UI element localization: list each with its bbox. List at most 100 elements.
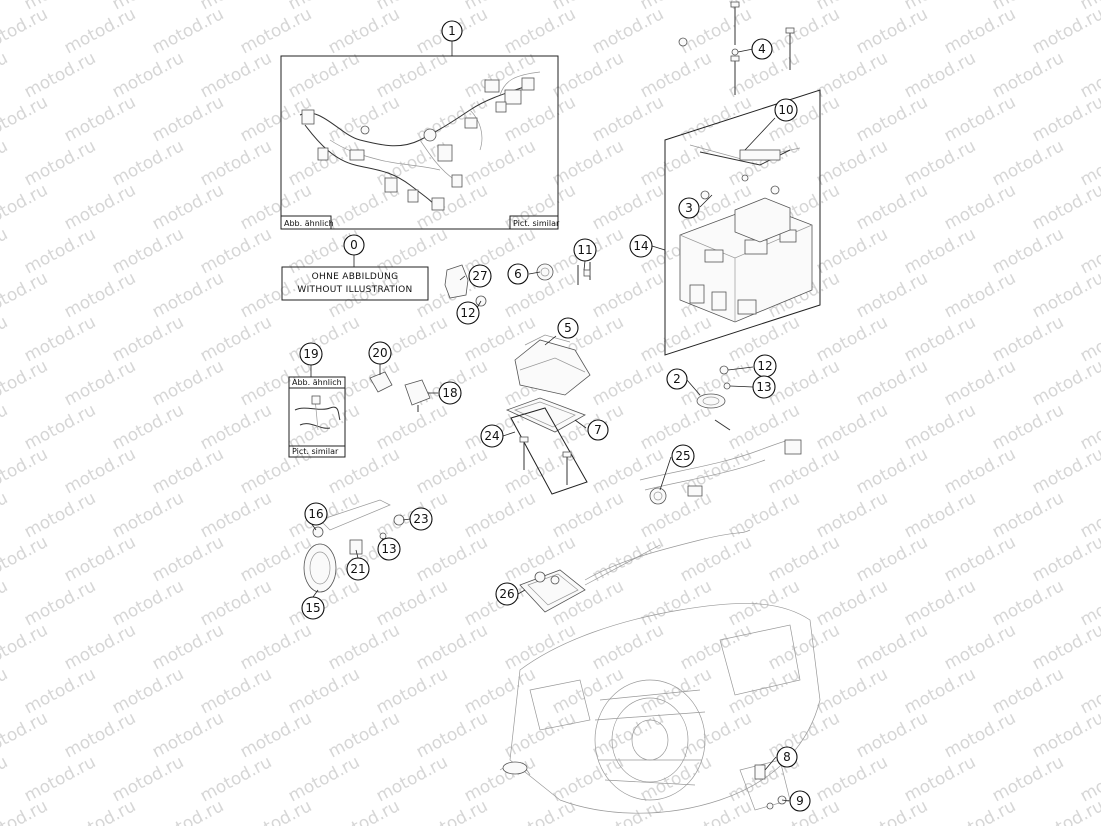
watermark-text: motod.ru: [813, 752, 891, 806]
watermark-text: motod.ru: [941, 796, 1019, 826]
watermark-text: motod.ru: [765, 444, 843, 498]
watermark-text: motod.ru: [853, 180, 931, 234]
watermark-text: motod.ru: [989, 488, 1067, 542]
svg-text:14: 14: [633, 239, 648, 253]
watermark-text: motod.ru: [149, 356, 227, 410]
note-line-1: OHNE ABBILDUNG: [312, 272, 399, 282]
watermark-text: motod.ru: [149, 796, 227, 826]
watermark-text: motod.ru: [0, 444, 51, 498]
watermark-text: motod.ru: [149, 708, 227, 762]
watermark-text: motod.ru: [765, 356, 843, 410]
svg-text:23: 23: [413, 512, 428, 526]
watermark-text: motod.ru: [813, 224, 891, 278]
watermark-text: motod.ru: [1029, 92, 1101, 146]
callout-4: 4: [751, 38, 773, 60]
watermark-text: motod.ru: [501, 796, 579, 826]
watermark-text: motod.ru: [0, 620, 51, 674]
watermark-text: motod.ru: [109, 488, 187, 542]
watermark-text: motod.ru: [589, 268, 667, 322]
svg-text:24: 24: [484, 429, 499, 443]
callout-3: 3: [678, 197, 700, 219]
svg-text:2: 2: [673, 372, 681, 386]
watermark-text: motod.ru: [61, 444, 139, 498]
watermark-text: motod.ru: [109, 400, 187, 454]
watermark-text: motod.ru: [813, 400, 891, 454]
watermark-text: motod.ru: [149, 4, 227, 58]
watermark-text: motod.ru: [0, 0, 11, 14]
svg-text:13: 13: [756, 380, 771, 394]
watermark-text: motod.ru: [149, 180, 227, 234]
watermark-text: motod.ru: [725, 488, 803, 542]
watermark-text: motod.ru: [197, 576, 275, 630]
part-6-drawing: [536, 263, 554, 281]
svg-text:20: 20: [372, 346, 387, 360]
watermark-text: motod.ru: [901, 488, 979, 542]
watermark-text: motod.ru: [109, 576, 187, 630]
watermark-text: motod.ru: [149, 532, 227, 586]
watermark-text: motod.ru: [853, 444, 931, 498]
callout-27: 27: [468, 264, 492, 288]
part-11-drawing: [577, 262, 591, 285]
watermark-text: motod.ru: [197, 312, 275, 366]
watermark-text: motod.ru: [413, 796, 491, 826]
watermark-text: motod.ru: [325, 796, 403, 826]
callout-7: 7: [587, 419, 609, 441]
watermark-text: motod.ru: [589, 532, 667, 586]
watermark-text: motod.ru: [813, 136, 891, 190]
watermark-text: motod.ru: [637, 664, 715, 718]
callout-14: 14: [629, 234, 653, 258]
watermark-text: motod.ru: [813, 48, 891, 102]
watermark-text: motod.ru: [901, 576, 979, 630]
watermark-text: motod.ru: [989, 576, 1067, 630]
watermark-text: motod.ru: [1029, 796, 1101, 826]
watermark-text: motod.ru: [637, 312, 715, 366]
watermark-text: motod.ru: [0, 796, 51, 826]
watermark-text: motod.ru: [677, 532, 755, 586]
watermark-text: motod.ru: [941, 708, 1019, 762]
watermark-text: motod.ru: [285, 664, 363, 718]
watermark-text: motod.ru: [461, 752, 539, 806]
callout-13-a: 13: [752, 375, 776, 399]
callout-16: 16: [304, 502, 328, 526]
watermark-text: motod.ru: [1029, 268, 1101, 322]
watermark-text: motod.ru: [677, 92, 755, 146]
callout-6: 6: [507, 263, 529, 285]
watermark-text: motod.ru: [109, 752, 187, 806]
watermark-text: motod.ru: [589, 4, 667, 58]
svg-text:12: 12: [460, 306, 475, 320]
watermark-text: motod.ru: [0, 488, 11, 542]
watermark-text: motod.ru: [589, 180, 667, 234]
watermark-text: motod.ru: [813, 576, 891, 630]
callout-15: 15: [301, 596, 325, 620]
watermark-text: motod.ru: [1029, 708, 1101, 762]
watermark-text: motod.ru: [725, 576, 803, 630]
note-line-2: WITHOUT ILLUSTRATION: [297, 285, 412, 295]
callout-26: 26: [495, 582, 519, 606]
watermark-text: motod.ru: [325, 4, 403, 58]
svg-text:19: 19: [303, 347, 318, 361]
watermark-text: motod.ru: [941, 92, 1019, 146]
watermark-text: motod.ru: [637, 576, 715, 630]
watermark-text: motod.ru: [725, 664, 803, 718]
watermark-text: motod.ru: [413, 180, 491, 234]
bolts-part-4: [678, 1, 795, 95]
watermark-text: motod.ru: [0, 92, 51, 146]
callout-20: 20: [368, 341, 392, 365]
watermark-text: motod.ru: [0, 356, 51, 410]
svg-text:3: 3: [685, 201, 693, 215]
watermark-text: motod.ru: [941, 356, 1019, 410]
watermark-text: motod.ru: [325, 620, 403, 674]
watermark-text: motod.ru: [61, 180, 139, 234]
caption-pict-similar-2: Pict. similar: [292, 447, 339, 456]
watermark-text: motod.ru: [765, 708, 843, 762]
watermark-text: motod.ru: [549, 136, 627, 190]
watermark-text: motod.ru: [1029, 444, 1101, 498]
part-26-drawing: [519, 529, 751, 613]
watermark-text: motod.ru: [237, 4, 315, 58]
watermark-text: motod.ru: [901, 224, 979, 278]
watermark-text: motod.ru: [989, 224, 1067, 278]
watermark-text: motod.ru: [765, 532, 843, 586]
watermark-text: motod.ru: [901, 48, 979, 102]
watermark-text: motod.ru: [149, 620, 227, 674]
part-25-drawing: [639, 439, 802, 505]
